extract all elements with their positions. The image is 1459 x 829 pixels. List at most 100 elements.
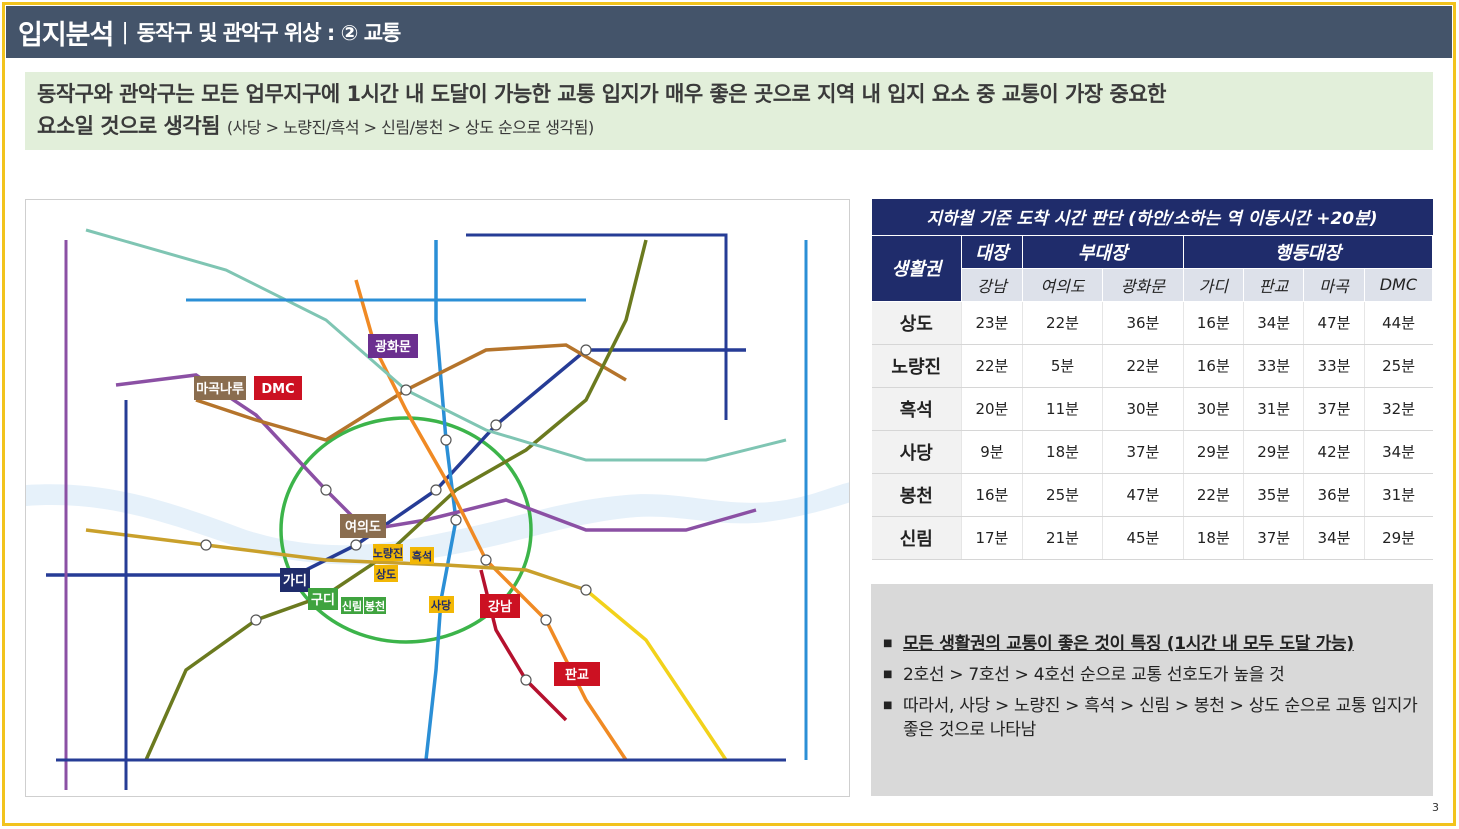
table-cell: 36분	[1303, 473, 1365, 517]
table-cell: 37분	[1102, 430, 1184, 474]
table-cell: 47분	[1303, 301, 1365, 345]
table-cell: 37분	[1303, 387, 1365, 431]
row-label: 흑석	[871, 387, 962, 431]
table-cell: 23분	[961, 301, 1023, 345]
table-cell: 29분	[1182, 430, 1244, 474]
map-label-dmc: DMC	[261, 382, 294, 397]
map-label-yeouido: 여의도	[345, 519, 381, 535]
summary-box: 동작구와 관악구는 모든 업무지구에 1시간 내 도달이 가능한 교통 입지가 …	[25, 72, 1433, 150]
table-cell: 47분	[1102, 473, 1184, 517]
map-label-bongcheon: 봉천	[365, 599, 385, 613]
table-cell: 31분	[1363, 473, 1433, 517]
table-cell: 11분	[1021, 387, 1103, 431]
note-item: ■ 모든 생활권의 교통이 좋은 것이 특징 (1시간 내 모두 도달 가능)	[883, 632, 1423, 656]
table-corner-header: 생활권	[871, 234, 962, 302]
map-label-magok: 마곡나루	[196, 381, 244, 397]
table-cell: 44분	[1363, 301, 1433, 345]
map-label-heukseok: 흑석	[412, 549, 432, 563]
table-cell: 29분	[1363, 516, 1433, 560]
group-header-haengdong: 행동대장	[1182, 234, 1434, 269]
column-header: 강남	[961, 267, 1023, 302]
map-label-gwanghwamun: 광화문	[375, 339, 411, 355]
map-label-gudi: 구디	[311, 592, 335, 608]
table-cell: 17분	[961, 516, 1023, 560]
table-cell: 16분	[961, 473, 1023, 517]
row-label: 신림	[871, 516, 962, 560]
table-cell: 30분	[1102, 387, 1184, 431]
subway-map-graphic: 광화문 마곡나루 DMC 여의도 노량진 흑석 상도 가디 구디 신림 봉천 사…	[26, 228, 849, 790]
table-cell: 20분	[961, 387, 1023, 431]
table-cell: 22분	[961, 344, 1023, 388]
note-text: 모든 생활권의 교통이 좋은 것이 특징 (1시간 내 모두 도달 가능)	[903, 634, 1354, 654]
group-header-budaejang: 부대장	[1021, 234, 1184, 269]
note-item: ■ 따라서, 사당 > 노량진 > 흑석 > 신림 > 봉천 > 상도 순으로 교…	[883, 694, 1423, 742]
column-header: 여의도	[1021, 267, 1104, 302]
table-cell: 16분	[1182, 301, 1244, 345]
bullet-icon: ■	[883, 638, 893, 649]
table-cell: 30분	[1182, 387, 1244, 431]
table-cell: 42분	[1303, 430, 1365, 474]
page-subtitle: 동작구 및 관악구 위상 : ② 교통	[136, 21, 402, 45]
table-cell: 35분	[1242, 473, 1304, 517]
table-cell: 25분	[1021, 473, 1103, 517]
subway-map: 광화문 마곡나루 DMC 여의도 노량진 흑석 상도 가디 구디 신림 봉천 사…	[25, 199, 850, 797]
notes-box: ■ 모든 생활권의 교통이 좋은 것이 특징 (1시간 내 모두 도달 가능) ■ 2…	[871, 584, 1433, 796]
table-cell: 18분	[1182, 516, 1244, 560]
page-number: 3	[1432, 801, 1439, 814]
table-cell: 22분	[1021, 301, 1103, 345]
map-label-sillim: 신림	[342, 599, 362, 613]
note-text: 2호선 > 7호선 > 4호선 순으로 교통 선호도가 높을 것	[903, 665, 1285, 685]
row-label: 노량진	[871, 344, 962, 388]
table-cell: 9분	[961, 430, 1023, 474]
table-cell: 22분	[1182, 473, 1244, 517]
table-cell: 34분	[1242, 301, 1304, 345]
table-cell: 36분	[1102, 301, 1184, 345]
column-header: 판교	[1242, 267, 1305, 302]
table-cell: 21분	[1021, 516, 1103, 560]
column-header: DMC	[1363, 267, 1434, 302]
note-text: 따라서, 사당 > 노량진 > 흑석 > 신림 > 봉천 > 상도 순으로 교통…	[903, 696, 1418, 740]
map-label-gadi: 가디	[283, 573, 307, 589]
table-cell: 16분	[1182, 344, 1244, 388]
table-cell: 18분	[1021, 430, 1103, 474]
table-cell: 5분	[1021, 344, 1103, 388]
table-cell: 32분	[1363, 387, 1433, 431]
summary-line-2-note: (사당 > 노량진/흑석 > 신림/봉천 > 상도 순으로 생각됨)	[226, 118, 594, 137]
map-label-noryangjin: 노량진	[373, 546, 403, 560]
note-item: ■ 2호선 > 7호선 > 4호선 순으로 교통 선호도가 높을 것	[883, 663, 1423, 687]
row-label: 상도	[871, 301, 962, 345]
map-label-sangdo: 상도	[376, 567, 396, 581]
group-header-daejang: 대장	[961, 234, 1023, 269]
title-separator: |	[121, 19, 129, 45]
table-cell: 29분	[1242, 430, 1304, 474]
table-cell: 31분	[1242, 387, 1304, 431]
table-cell: 34분	[1363, 430, 1433, 474]
row-label: 사당	[871, 430, 962, 474]
column-header: 마곡	[1303, 267, 1365, 302]
map-label-sadang: 사당	[431, 598, 451, 612]
row-label: 봉천	[871, 473, 962, 517]
bullet-icon: ■	[883, 700, 893, 711]
summary-line-2: 요소일 것으로 생각됨 (사당 > 노량진/흑석 > 신림/봉천 > 상도 순으…	[37, 110, 1421, 144]
table-cell: 34분	[1303, 516, 1365, 560]
table-cell: 33분	[1303, 344, 1365, 388]
map-label-gangnam: 강남	[488, 599, 512, 615]
table-cell: 22분	[1102, 344, 1184, 388]
table-cell: 25분	[1363, 344, 1433, 388]
bullet-icon: ■	[883, 669, 893, 680]
map-label-pangyo: 판교	[565, 667, 589, 683]
page-header: 입지분석 | 동작구 및 관악구 위상 : ② 교통	[6, 6, 1452, 58]
summary-line-2-main: 요소일 것으로 생각됨	[37, 114, 221, 138]
table-cell: 37분	[1242, 516, 1304, 560]
table-cell: 45분	[1102, 516, 1184, 560]
column-header: 가디	[1182, 267, 1244, 302]
